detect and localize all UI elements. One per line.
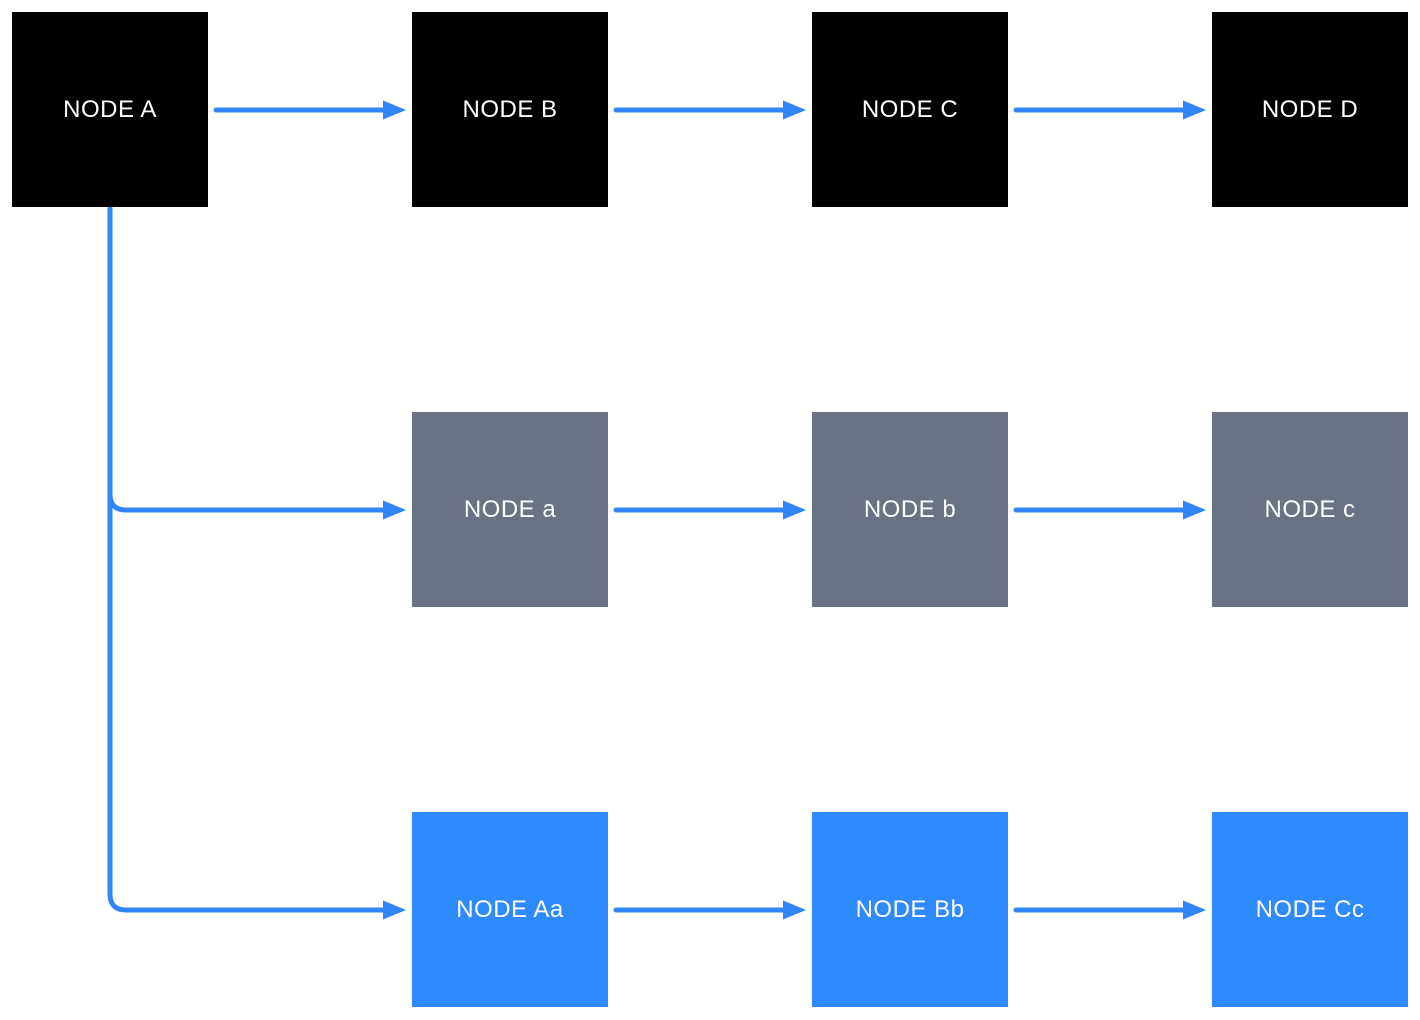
edge-node-c-to-node-d [1013,100,1206,120]
edge-node-a-to-node-b [213,100,406,120]
edge-node-b-to-node-c [613,100,806,120]
node-b-lower[interactable]: NODE b [812,412,1008,607]
node-c[interactable]: NODE C [812,12,1008,207]
node-c-lower[interactable]: NODE c [1212,412,1408,607]
edge-node-aa-to-node-bb [613,900,806,920]
edge-node-bb-to-node-cc [1013,900,1206,920]
node-bb[interactable]: NODE Bb [812,812,1008,1007]
edge-node-a-lower-to-node-b-lower [613,500,806,520]
node-d[interactable]: NODE D [1212,12,1408,207]
node-b[interactable]: NODE B [412,12,608,207]
node-aa[interactable]: NODE Aa [412,812,608,1007]
edge-node-a-to-node-a-lower [107,491,406,520]
node-cc[interactable]: NODE Cc [1212,812,1408,1007]
edge-node-a-to-node-aa [107,205,406,920]
node-a-lower[interactable]: NODE a [412,412,608,607]
node-a[interactable]: NODE A [12,12,208,207]
edge-node-b-lower-to-node-c-lower [1013,500,1206,520]
